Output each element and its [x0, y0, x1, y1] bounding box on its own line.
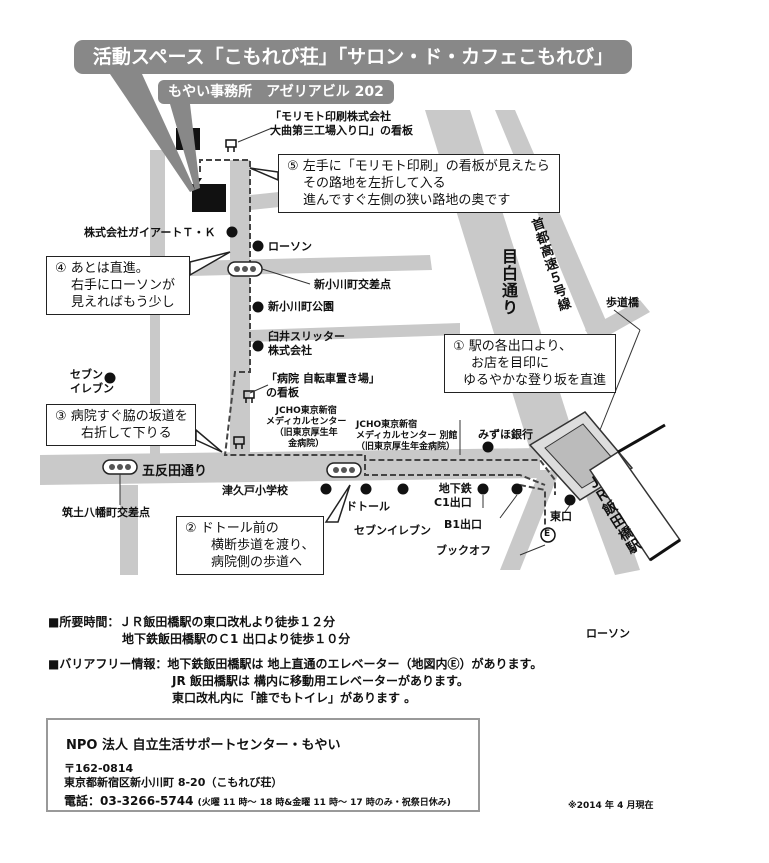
legend-lawson: ローソン — [586, 627, 630, 640]
label-lawson: ローソン — [268, 240, 312, 253]
contact-box: NPO 法人 自立生活サポートセンター・もやい 〒162-0814 東京都新宿区… — [46, 718, 480, 812]
label-bookoff: ブックオフ — [436, 544, 491, 557]
sign-icons — [225, 139, 255, 449]
subheader-pointer — [170, 104, 200, 190]
org-name: NPO 法人 自立生活サポートセンター・もやい — [66, 738, 341, 753]
info-time: ■所要時間：ＪＲ飯田橋駅の東口改札より徒歩１２分 地下鉄飯田橋駅のＣ1 出口より… — [48, 615, 351, 646]
road-mejiro: 目白通り — [499, 248, 518, 316]
label-mizuho: みずほ銀行 — [478, 428, 533, 441]
label-gaiart: 株式会社ガイアートＴ・Ｋ — [84, 226, 216, 239]
poi-dots — [104, 226, 576, 506]
label-tsukudo-school: 津久戸小学校 — [222, 484, 288, 497]
elevator-icon — [540, 527, 556, 543]
callout-step-4: ④ あとは直進。 右手にローソンが 見えればもう少し — [46, 256, 190, 315]
label-shinogawa-park: 新小川町公園 — [268, 300, 334, 313]
phone: 電話：03-3266-5744 (火曜 11 時～ 18 時&金曜 11 時～ … — [64, 794, 451, 808]
callout-tail-5 — [249, 167, 279, 182]
header-pointer — [110, 74, 195, 192]
label-elevator: E — [544, 529, 551, 539]
label-shinogawa-crossing: 新小川町交差点 — [314, 278, 391, 291]
office-subtitle: もやい事務所 アゼリアビル 202 — [158, 80, 394, 104]
label-pedestrian-bridge: 歩道橋 — [606, 296, 639, 309]
label-hospital-sign: 「病院 自転車置き場」の看板 — [266, 372, 380, 399]
walking-route-crossing — [364, 455, 546, 486]
callout-step-5: ⑤ 左手に「モリモト印刷」の看板が見えたら その路地を左折して入る 進んですぐ左… — [278, 154, 560, 213]
callout-tail-2 — [324, 484, 351, 523]
label-usui: 臼井スリッター株式会社 — [268, 330, 345, 357]
label-jcho-small: JCHO東京新宿メディカルセンター （旧東京厚生年金病院） — [266, 406, 347, 449]
road-gotanda: 五反田通り — [142, 464, 208, 479]
walking-route — [199, 159, 556, 495]
label-seven-eleven-bottom: セブンイレブン — [354, 524, 431, 537]
walking-route-exit — [519, 484, 546, 525]
callout-tail-4 — [189, 251, 231, 277]
traffic-light-shinogawa — [227, 261, 263, 277]
callout-step-2: ② ドトール前の 横断歩道を渡り、 病院側の歩道へ — [176, 516, 324, 575]
leader-lines — [119, 127, 641, 556]
label-east-exit: 東口 — [550, 510, 572, 523]
postal-code: 〒162-0814 — [64, 762, 134, 775]
label-doutor: ドトール — [346, 500, 390, 513]
label-jcho-annex: JCHO東京新宿メディカルセンター 別館 （旧東京厚生年金病院） — [356, 420, 458, 452]
label-morimoto-sign: 「モリモト印刷株式会社大曲第三工場入り口」の看板 — [270, 110, 413, 137]
callout-tail-3 — [195, 428, 223, 453]
info-barrier-free: ■バリアフリー情報：地下鉄飯田橋駅は 地上直通のエレベーター（地図内Ⓔ）がありま… — [48, 657, 543, 705]
page-title: 活動スペース「こもれび荘」「サロン・ド・カフェこもれび」 — [74, 40, 632, 74]
date-note: ※2014 年 4 月現在 — [568, 801, 654, 811]
traffic-light-tsukudo — [102, 459, 138, 475]
label-seven-eleven-left: セブンイレブン — [70, 368, 114, 395]
address: 東京都新宿区新小川町 8-20（こもれび荘） — [64, 776, 283, 789]
traffic-light-gotanda — [326, 462, 362, 478]
iidabashi-station — [528, 411, 682, 562]
callout-step-1: ① 駅の各出口より、 お店を目印に ゆるやかな登り坂を直進 — [444, 334, 616, 393]
callout-step-3: ③ 病院すぐ脇の坂道を 右折して下りる — [46, 404, 196, 446]
label-tsukudo-crossing: 筑土八幡町交差点 — [62, 506, 150, 519]
label-b1-exit: B1出口 — [444, 518, 483, 531]
